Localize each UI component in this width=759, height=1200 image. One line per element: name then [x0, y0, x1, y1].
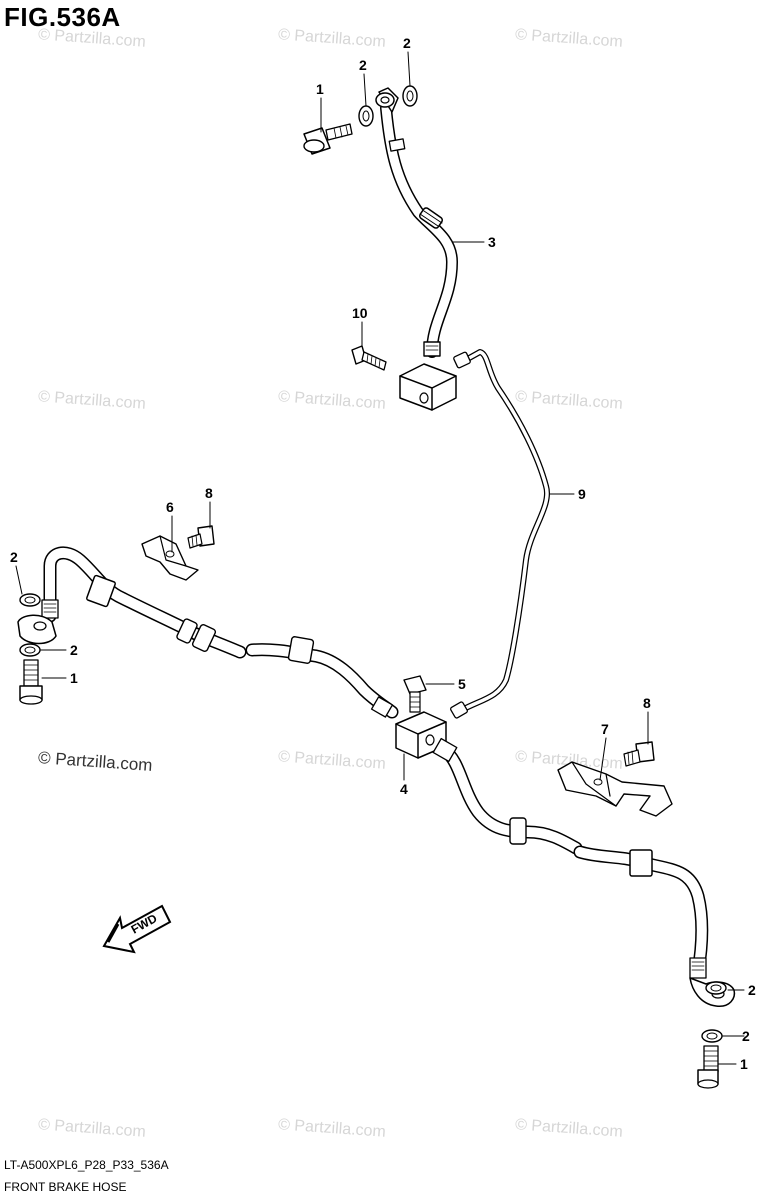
callout-5: 5	[458, 676, 466, 692]
left-union-bolt	[19, 659, 43, 705]
callout-9: 9	[578, 486, 586, 502]
callout-4: 4	[400, 781, 408, 797]
callout-8-left: 8	[205, 485, 213, 501]
figure-title: FIG.536A	[4, 2, 121, 32]
callout-2-right-lower: 2	[742, 1028, 750, 1044]
bolt-8-right	[623, 741, 655, 767]
main-joint-block	[395, 711, 447, 759]
right-brake-hose	[432, 737, 709, 979]
callout-7: 7	[601, 721, 609, 737]
fwd-arrow-icon: FWD	[102, 904, 172, 954]
right-union-bolt	[697, 1045, 719, 1089]
callout-2-top-inner: 2	[359, 57, 367, 73]
upper-joint-block	[399, 363, 457, 411]
bolt-10	[351, 345, 387, 371]
bracket-6	[141, 535, 199, 581]
bolt-8-left	[187, 525, 215, 549]
upper-brake-hose	[375, 87, 458, 358]
callout-2-left-lower: 2	[70, 642, 78, 658]
callout-2-left-upper: 2	[10, 549, 18, 565]
callout-1-right: 1	[740, 1056, 748, 1072]
callout-2-right-upper: 2	[748, 982, 756, 998]
bracket-7	[557, 761, 673, 817]
callout-6: 6	[166, 499, 174, 515]
brake-pipe	[450, 349, 551, 719]
callout-2-top-outer: 2	[403, 35, 411, 51]
leader-lines	[15, 51, 745, 1065]
figure-code: LT-A500XPL6_P28_P33_536A	[4, 1158, 169, 1172]
callout-8-right: 8	[643, 695, 651, 711]
callout-1-left: 1	[70, 670, 78, 686]
callout-3: 3	[488, 234, 496, 250]
callout-1-top: 1	[316, 81, 324, 97]
callout-10: 10	[352, 305, 368, 321]
upper-union-bolt	[303, 123, 353, 155]
figure-caption: FRONT BRAKE HOSE	[4, 1180, 127, 1194]
left-brake-hose	[41, 546, 399, 719]
bolt-5	[403, 675, 427, 713]
